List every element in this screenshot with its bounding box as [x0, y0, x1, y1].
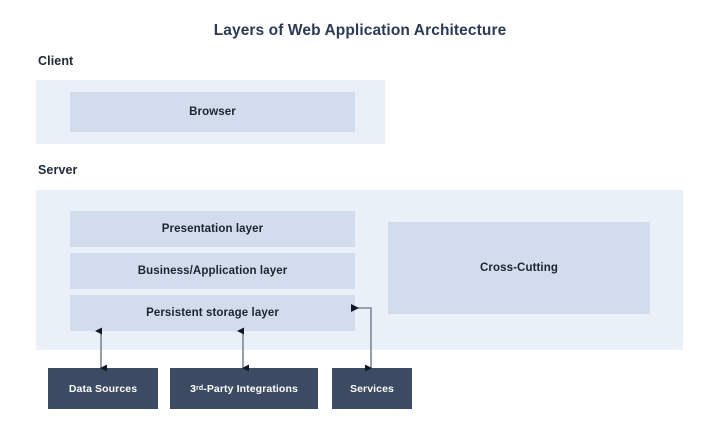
data-sources-box: Data Sources: [48, 368, 158, 409]
page-title: Layers of Web Application Architecture: [213, 22, 507, 39]
server-section-label: Server: [38, 163, 78, 177]
cross-cutting-box: Cross-Cutting: [388, 222, 650, 314]
presentation-layer-box: Presentation layer: [70, 211, 355, 247]
persistent-storage-layer-box: Persistent storage layer: [70, 295, 355, 331]
browser-box: Browser: [70, 92, 355, 132]
client-section-label: Client: [38, 54, 74, 68]
services-box: Services: [332, 368, 412, 409]
third-party-label-prefix: 3: [190, 382, 197, 395]
third-party-label-rest: -Party Integrations: [203, 382, 298, 395]
business-application-layer-box: Business/Application layer: [70, 253, 355, 289]
